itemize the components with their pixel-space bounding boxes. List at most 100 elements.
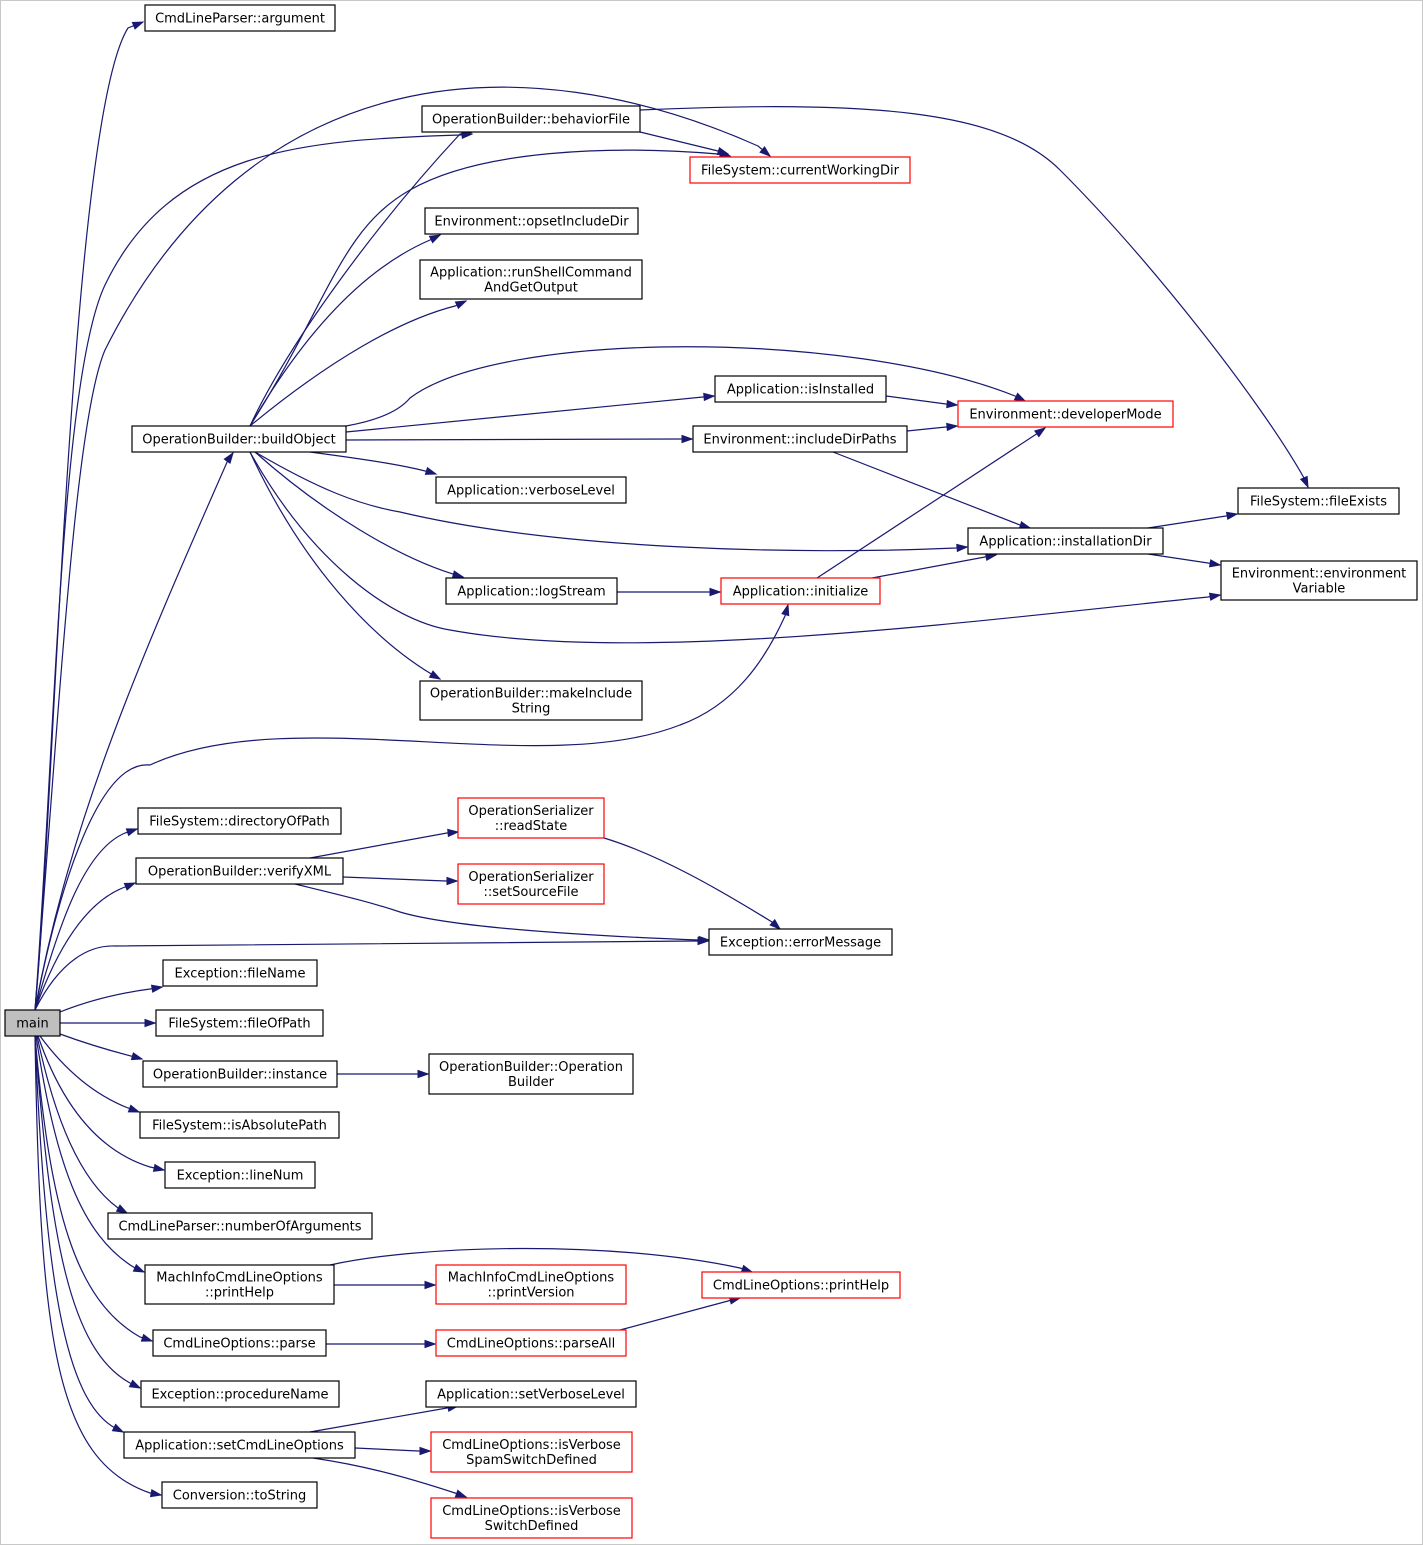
edge-line xyxy=(345,438,692,441)
node-isInstalled[interactable]: Application::isInstalled xyxy=(714,375,887,403)
node-verifyXML[interactable]: OperationBuilder::verifyXML xyxy=(135,857,344,885)
edge-verifyXML-to-errorMessage xyxy=(294,883,711,945)
node-box xyxy=(430,1431,633,1473)
node-label: AndGetOutput xyxy=(484,281,578,296)
node-label: OperationSerializer xyxy=(468,870,594,885)
node-cloParse[interactable]: CmdLineOptions::parse xyxy=(152,1329,327,1357)
node-isAbsPath[interactable]: FileSystem::isAbsolutePath xyxy=(139,1111,340,1139)
node-box xyxy=(967,527,1164,555)
node-label: SpamSwitchDefined xyxy=(466,1453,597,1468)
node-setVerbose[interactable]: Application::setVerboseLevel xyxy=(425,1380,637,1408)
edge-cloParse-to-parseAll xyxy=(326,1339,437,1349)
arrowhead xyxy=(447,828,460,838)
node-opsetInc[interactable]: Environment::opsetIncludeDir xyxy=(424,207,639,235)
node-readState[interactable]: OperationSerializer::readState xyxy=(457,797,605,839)
arrowhead xyxy=(740,1264,754,1273)
node-setCmdLine[interactable]: Application::setCmdLineOptions xyxy=(123,1431,356,1459)
edge-main-to-procName xyxy=(34,1035,142,1389)
edge-line xyxy=(619,1297,741,1331)
node-cloPrintHelp[interactable]: CmdLineOptions::printHelp xyxy=(701,1271,901,1299)
node-label: OperationSerializer xyxy=(468,804,594,819)
edge-line xyxy=(34,882,136,1011)
node-errorMessage[interactable]: Exception::errorMessage xyxy=(708,928,893,956)
node-box xyxy=(430,1497,633,1539)
node-behaviorFile[interactable]: OperationBuilder::behaviorFile xyxy=(421,105,641,133)
edge-isInstalled-to-devMode xyxy=(885,395,959,409)
edge-initialize-to-installDir xyxy=(871,552,998,579)
arrowhead xyxy=(417,1069,430,1079)
edge-instance-to-opBuilderCtor xyxy=(337,1069,430,1079)
edge-installDir-to-envVar xyxy=(1147,553,1222,568)
node-cwd[interactable]: FileSystem::currentWorkingDir xyxy=(689,156,911,184)
edge-line xyxy=(36,1035,128,1214)
node-logStream[interactable]: Application::logStream xyxy=(445,577,618,605)
arrowhead xyxy=(781,603,790,617)
node-box xyxy=(421,105,641,133)
node-lineNum[interactable]: Exception::lineNum xyxy=(164,1161,316,1189)
edge-line xyxy=(59,986,163,1013)
node-label: Variable xyxy=(1293,582,1346,597)
node-fileName[interactable]: Exception::fileName xyxy=(162,959,318,987)
node-isVerboseSpam[interactable]: CmdLineOptions::isVerboseSpamSwitchDefin… xyxy=(430,1431,633,1473)
node-buildObject[interactable]: OperationBuilder::buildObject xyxy=(131,425,347,453)
node-parseAll[interactable]: CmdLineOptions::parseAll xyxy=(435,1329,627,1357)
node-label: CmdLineOptions::isVerbose xyxy=(442,1438,621,1453)
edge-line xyxy=(309,1405,459,1433)
node-setSourceFile[interactable]: OperationSerializer::setSourceFile xyxy=(457,863,605,905)
edge-behaviorFile-to-fileExists xyxy=(639,106,1309,489)
edge-line xyxy=(34,1035,162,1496)
edge-main-to-cloParse xyxy=(34,1035,154,1342)
edge-line xyxy=(294,883,709,941)
node-installDir[interactable]: Application::installationDir xyxy=(967,527,1164,555)
node-instance[interactable]: OperationBuilder::instance xyxy=(142,1060,338,1088)
node-argument[interactable]: CmdLineParser::argument xyxy=(144,4,336,32)
node-label: FileSystem::isAbsolutePath xyxy=(152,1119,327,1134)
node-dirOfPath[interactable]: FileSystem::directoryOfPath xyxy=(137,807,342,835)
edge-line xyxy=(1147,553,1221,566)
edge-line xyxy=(34,1035,153,1342)
node-label: ::setSourceFile xyxy=(483,885,578,900)
node-fileOfPath[interactable]: FileSystem::fileOfPath xyxy=(155,1009,324,1037)
edge-line xyxy=(35,1035,145,1273)
edge-line xyxy=(249,131,473,427)
node-toString[interactable]: Conversion::toString xyxy=(161,1481,318,1509)
node-fileExists[interactable]: FileSystem::fileExists xyxy=(1237,487,1400,515)
node-numArgs[interactable]: CmdLineParser::numberOfArguments xyxy=(107,1212,373,1240)
node-label: CmdLineOptions::printHelp xyxy=(713,1279,889,1294)
node-verboseLevel[interactable]: Application::verboseLevel xyxy=(435,476,627,504)
edge-main-to-fileName xyxy=(59,984,164,1013)
node-box xyxy=(123,1431,356,1459)
node-procName[interactable]: Exception::procedureName xyxy=(140,1380,340,1408)
node-miPrintHelp[interactable]: MachInfoCmdLineOptions::printHelp xyxy=(144,1264,335,1305)
edge-line xyxy=(254,451,464,578)
node-opBuilderCtor[interactable]: OperationBuilder::OperationBuilder xyxy=(428,1053,634,1095)
node-box xyxy=(137,807,342,835)
arrowhead xyxy=(419,1446,432,1456)
edge-installDir-to-fileExists xyxy=(1147,511,1239,529)
arrowhead xyxy=(428,670,442,680)
arrowhead xyxy=(1034,427,1047,438)
edge-line xyxy=(345,346,1026,427)
edge-main-to-argument xyxy=(34,21,145,1011)
arrowhead xyxy=(946,399,959,409)
edge-line xyxy=(871,554,997,579)
node-box xyxy=(457,797,605,839)
node-box xyxy=(957,400,1174,428)
node-label: String xyxy=(512,702,551,717)
node-box xyxy=(445,577,618,605)
node-initialize[interactable]: Application::initialize xyxy=(720,577,881,605)
node-incDirPaths[interactable]: Environment::includeDirPaths xyxy=(692,425,908,453)
edge-line xyxy=(59,1033,143,1060)
edge-verifyXML-to-setSourceFile xyxy=(342,876,459,886)
node-box xyxy=(428,1053,634,1095)
arrowhead xyxy=(150,984,164,993)
node-box xyxy=(164,1161,316,1189)
node-devMode[interactable]: Environment::developerMode xyxy=(957,400,1174,428)
node-miPrintVersion[interactable]: MachInfoCmdLineOptions::printVersion xyxy=(435,1264,627,1305)
node-box xyxy=(425,1380,637,1408)
